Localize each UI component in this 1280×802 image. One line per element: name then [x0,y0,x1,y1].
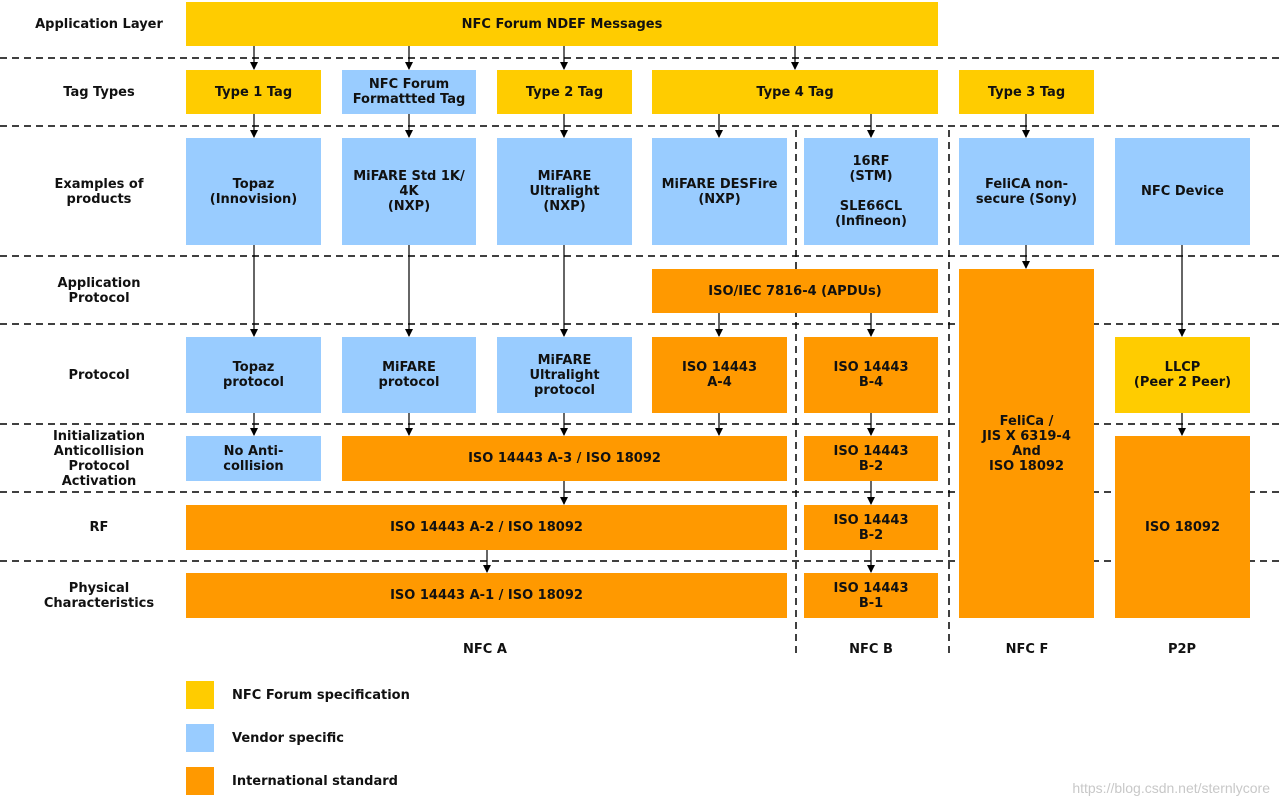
mifare-ultralight-protocol-box: MiFARE Ultralight protocol [497,337,632,413]
apdu-protocol-box: ISO/IEC 7816-4 (APDUs) [652,269,938,313]
arrows [250,46,1186,573]
type2-tag-box: Type 2 Tag [497,70,632,114]
column-label-nfc-b: NFC B [849,641,893,657]
mifare-desfire-product-box: MiFARE DESFire (NXP) [652,138,787,245]
nfc-device-product-box: NFC Device [1115,138,1250,245]
row-label-initialization: Initialization Anticollision Protocol Ac… [52,429,146,489]
row-label-tag-types: Tag Types [63,84,135,100]
llcp-box: LLCP (Peer 2 Peer) [1115,337,1250,413]
type4-tag-box: Type 4 Tag [652,70,938,114]
mifare-ultralight-product-box: MiFARE Ultralight (NXP) [497,138,632,245]
column-label-p2p: P2P [1167,641,1197,657]
iso14443-b4-box: ISO 14443 B-4 [804,337,938,413]
column-separators [795,130,950,656]
iso14443-a1-box: ISO 14443 A-1 / ISO 18092 [186,573,787,618]
legend-swatch-international [186,767,214,795]
row-label-rf: RF [89,520,109,535]
row-label-application-layer: Application Layer [35,16,163,32]
row-label-protocol: Protocol [68,367,130,383]
row-label-examples: Examples of products [54,176,144,207]
felica-product-box: FeliCA non- secure (Sony) [959,138,1094,245]
iso18092-p2p-box: ISO 18092 [1115,436,1250,618]
iso14443-b1-box: ISO 14443 B-1 [804,573,938,618]
type1-tag-box: Type 1 Tag [186,70,321,114]
iso14443-a4-box: ISO 14443 A-4 [652,337,787,413]
row-label-physical: Physical Characteristics [43,580,155,611]
iso14443-a3-box: ISO 14443 A-3 / ISO 18092 [342,436,787,481]
topaz-product-box: Topaz (Innovision) [186,138,321,245]
felica-standard-box: FeliCa / JIS X 6319-4 And ISO 18092 [959,269,1094,618]
type3-tag-box: Type 3 Tag [959,70,1094,114]
topaz-protocol-box: Topaz protocol [186,337,321,413]
sle66cl-product-box: 16RF (STM) SLE66CL (Infineon) [804,138,938,245]
column-label-nfc-f: NFC F [1005,641,1049,657]
iso14443-b2-init-box: ISO 14443 B-2 [804,436,938,481]
mifare-std-product-box: MiFARE Std 1K/ 4K (NXP) [342,138,476,245]
row-separators [0,57,1280,562]
legend-swatch-nfc-forum [186,681,214,709]
no-anticollision-box: No Anti- collision [186,436,321,481]
legend-label-vendor: Vendor specific [232,730,344,746]
legend-swatch-vendor [186,724,214,752]
row-label-application-protocol: Application Protocol [57,276,141,306]
iso14443-b2-rf-box: ISO 14443 B-2 [804,505,938,550]
column-label-nfc-a: NFC A [463,641,507,657]
legend-label-international: International standard [232,773,398,789]
watermark: https://blog.csdn.net/sternlycore [1072,780,1270,796]
mifare-protocol-box: MiFARE protocol [342,337,476,413]
ndef-messages-box: NFC Forum NDEF Messages [186,2,938,46]
nfc-forum-formatted-tag-box: NFC Forum Formattted Tag [342,70,476,114]
iso14443-a2-box: ISO 14443 A-2 / ISO 18092 [186,505,787,550]
legend-label-nfc-forum: NFC Forum specification [232,687,410,703]
